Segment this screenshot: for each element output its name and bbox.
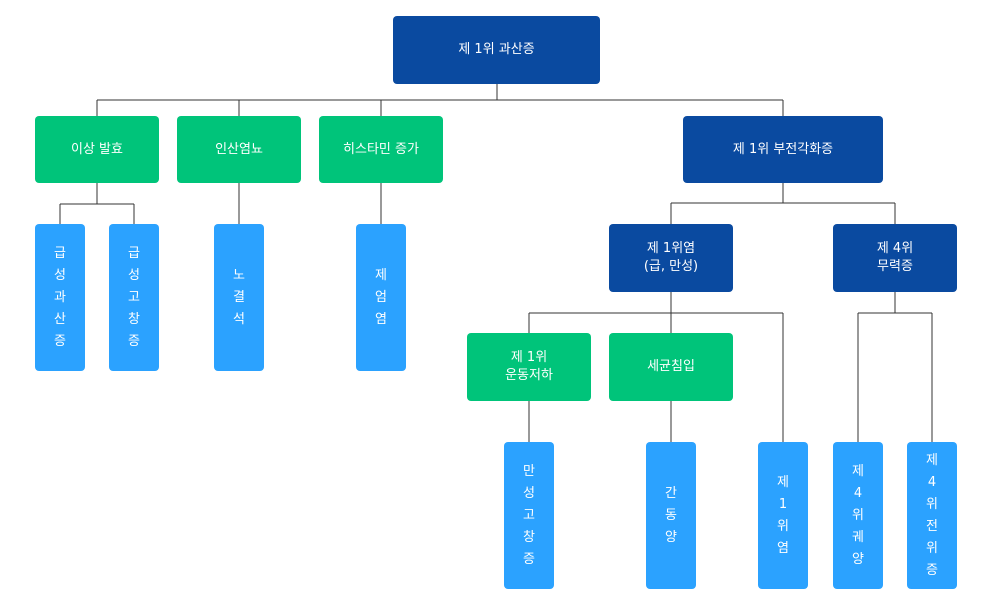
leaf-char: 석 — [233, 311, 245, 327]
leaf-char: 증 — [926, 562, 938, 578]
leaf-char: 동 — [665, 507, 677, 523]
node-phosphaturia: 인산염뇨 — [177, 116, 301, 183]
leaf-char: 산 — [54, 311, 66, 327]
leaf-char: 염 — [375, 311, 387, 327]
leaf-char: 위 — [926, 496, 938, 512]
leaf-char: 증 — [54, 333, 66, 349]
node-parakeratosis: 제 1위 부전각화증 — [683, 116, 883, 183]
root-node: 제 1위 과산증 — [393, 16, 600, 84]
leaf-char: 제 — [777, 474, 789, 490]
leaf-char: 과 — [54, 289, 66, 305]
node-rumenitis: 제 1위염 (급, 만성) — [609, 224, 733, 292]
leaf-char: 4 — [853, 485, 863, 501]
leaf-char: 제 — [926, 452, 938, 468]
leaf-char: 만 — [523, 463, 535, 479]
node-abnormal-fermentation: 이상 발효 — [35, 116, 159, 183]
leaf-char: 고 — [128, 289, 140, 305]
leaf-char: 급 — [54, 245, 66, 261]
leaf-char: 증 — [523, 551, 535, 567]
leaf-char: 엄 — [375, 289, 387, 305]
leaf-char: 성 — [128, 267, 140, 283]
leaf-char: 노 — [233, 267, 245, 283]
leaf-char: 고 — [523, 507, 535, 523]
leaf-char: 위 — [777, 518, 789, 534]
leaf-char: 제 — [852, 463, 864, 479]
leaf-char: 성 — [54, 267, 66, 283]
leaf-char: 4 — [927, 474, 937, 490]
leaf-char: 양 — [852, 551, 864, 567]
leaf-char: 간 — [665, 485, 677, 501]
leaf-char: 성 — [523, 485, 535, 501]
node-histamine-increase: 히스타민 증가 — [319, 116, 443, 183]
leaf-char: 창 — [128, 311, 140, 327]
leaf-char: 염 — [777, 540, 789, 556]
leaf-char: 결 — [233, 289, 245, 305]
leaf-char: 양 — [665, 529, 677, 545]
leaf-char: 제 — [375, 267, 387, 283]
leaf-char: 전 — [926, 518, 938, 534]
leaf-char: 급 — [128, 245, 140, 261]
node-rumen-hypomotility: 제 1위 운동저하 — [467, 333, 591, 401]
leaf-char: 궤 — [852, 529, 864, 545]
leaf-char: 창 — [523, 529, 535, 545]
node-bacterial-invasion: 세균침입 — [609, 333, 733, 401]
leaf-char: 위 — [852, 507, 864, 523]
node-abomasal-atony: 제 4위 무력증 — [833, 224, 957, 292]
leaf-char: 1 — [778, 496, 788, 512]
leaf-char: 위 — [926, 540, 938, 556]
leaf-char: 증 — [128, 333, 140, 349]
